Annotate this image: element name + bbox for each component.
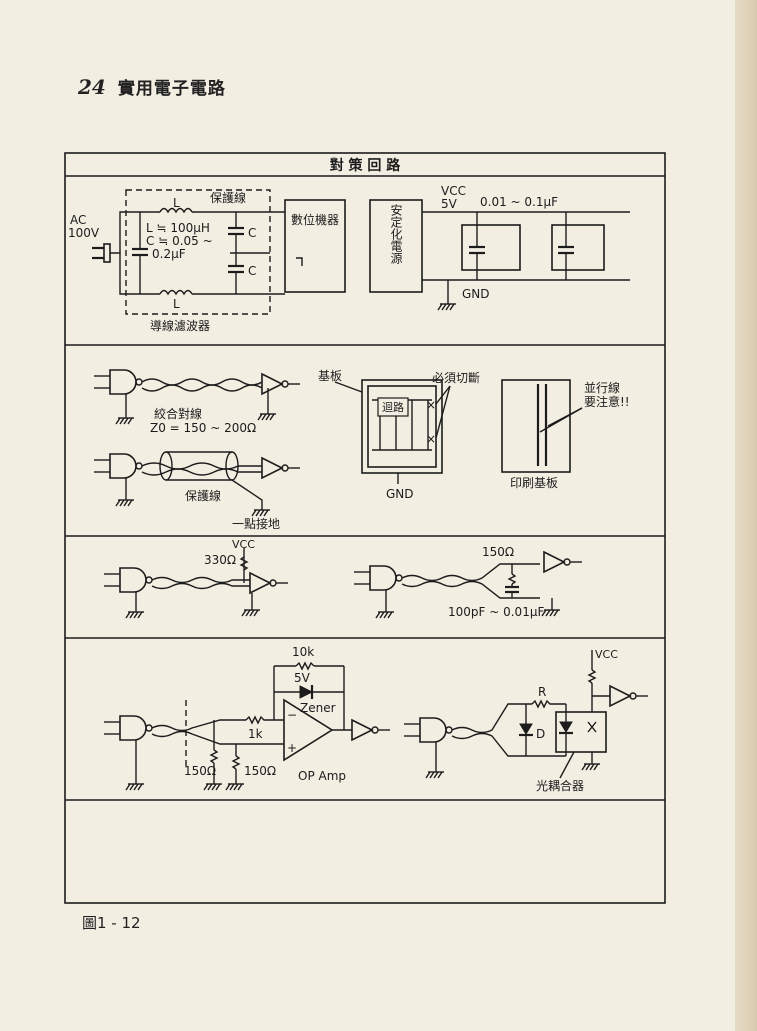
cut-mark-1: × (426, 398, 436, 412)
twisted-pair-label: 絞合對線 (154, 406, 202, 421)
termination-resistor-value: 150Ω (482, 545, 514, 559)
ic-box-1 (461, 224, 521, 271)
capacitor-label-2: C (248, 264, 256, 278)
pullup-resistor-value: 330Ω (204, 553, 236, 567)
rc-value: 100pF ~ 0.01μF (448, 605, 544, 619)
pcb-label: 印刷基板 (510, 476, 558, 490)
feedback-resistor-value: 10k (292, 645, 314, 659)
page-number: 24 (78, 75, 106, 99)
digital-device-box (284, 199, 346, 293)
capacitance-value-2: 0.2μF (152, 247, 186, 261)
substrate-label: 基板 (318, 369, 342, 383)
must-cut-label: 必須切斷 (432, 371, 480, 385)
optocoupler-box (555, 711, 607, 753)
vcc-label: VCC (441, 184, 466, 198)
capacitor-label-1: C (248, 226, 256, 240)
ac-label: AC (70, 213, 86, 227)
gnd-label-2: GND (386, 487, 414, 501)
inductor-label-top: L (173, 196, 180, 210)
shield-label: 保護線 (185, 488, 221, 503)
single-point-ground-label: 一點接地 (232, 516, 280, 531)
loop-label: 迴路 (382, 400, 404, 414)
zener-voltage-label: 5V (294, 671, 311, 685)
vcc-label-row4: VCC (595, 648, 618, 661)
input-resistor-value: 1k (248, 727, 263, 741)
pcb-board (501, 379, 571, 473)
diode-label: D (536, 727, 545, 741)
cut-mark-2: × (426, 432, 436, 446)
supply-voltage-label: 5V (441, 197, 458, 211)
gnd-label: GND (462, 287, 490, 301)
inductance-value: L ≒ 100μH (146, 221, 210, 235)
page-header: 24 實用電子電路 (78, 74, 226, 99)
figure-caption: 圖1 - 12 (82, 914, 141, 932)
termination-resistor-2: 150Ω (244, 764, 276, 778)
op-amp-minus: − (287, 708, 297, 722)
book-title: 實用電子電路 (117, 79, 226, 99)
ac-plug-icon (92, 243, 111, 263)
impedance-label: Z0 = 150 ~ 200Ω (150, 421, 256, 435)
table-title: 對 策 回 路 (330, 157, 402, 174)
row-4-receivers: 150Ω 150Ω 1k − + 10k 5V Zener OP Amp (103, 645, 649, 793)
ic-box-2 (551, 224, 605, 271)
substrate-board (361, 379, 443, 474)
regulated-supply-label: 安定化電源 (389, 203, 403, 265)
digital-device-label: 數位機器 (291, 212, 339, 227)
regulated-supply-box (369, 199, 423, 293)
row-1-line-filter: AC 100V 保護線 導線濾波器 L L L ≒ 100μH C ≒ 0.05… (68, 184, 630, 333)
input-resistor-label: R (538, 685, 546, 699)
capacitance-value: C ≒ 0.05 ~ (146, 234, 213, 248)
op-amp-plus: + (287, 741, 297, 755)
bypass-cap-value: 0.01 ~ 0.1μF (480, 195, 558, 209)
shield-line-label: 保護線 (210, 190, 246, 205)
parallel-lines-note: 並行線 (584, 380, 620, 395)
zener-label: Zener (300, 701, 336, 715)
table-frame (64, 152, 666, 904)
row-3-termination: VCC 330Ω 150Ω 100pF ~ 0.01μF (103, 538, 583, 619)
op-amp-symbol (283, 698, 334, 762)
row-2-twisted-pair: 絞合對線 Z0 = 150 ~ 200Ω 保護線 一點接地 基板 (93, 369, 630, 531)
vcc-label-row3: VCC (232, 538, 255, 551)
filter-boundary (125, 189, 271, 315)
inductor-label-bottom: L (173, 297, 180, 311)
termination-resistor-1: 150Ω (184, 764, 216, 778)
ac-voltage-label: 100V (68, 226, 100, 240)
page-edge (735, 0, 757, 1031)
line-filter-label: 導線濾波器 (150, 318, 210, 333)
optocoupler-label: 光耦合器 (536, 778, 584, 793)
op-amp-label: OP Amp (298, 769, 346, 783)
parallel-lines-note-2: 要注意!! (584, 394, 630, 409)
